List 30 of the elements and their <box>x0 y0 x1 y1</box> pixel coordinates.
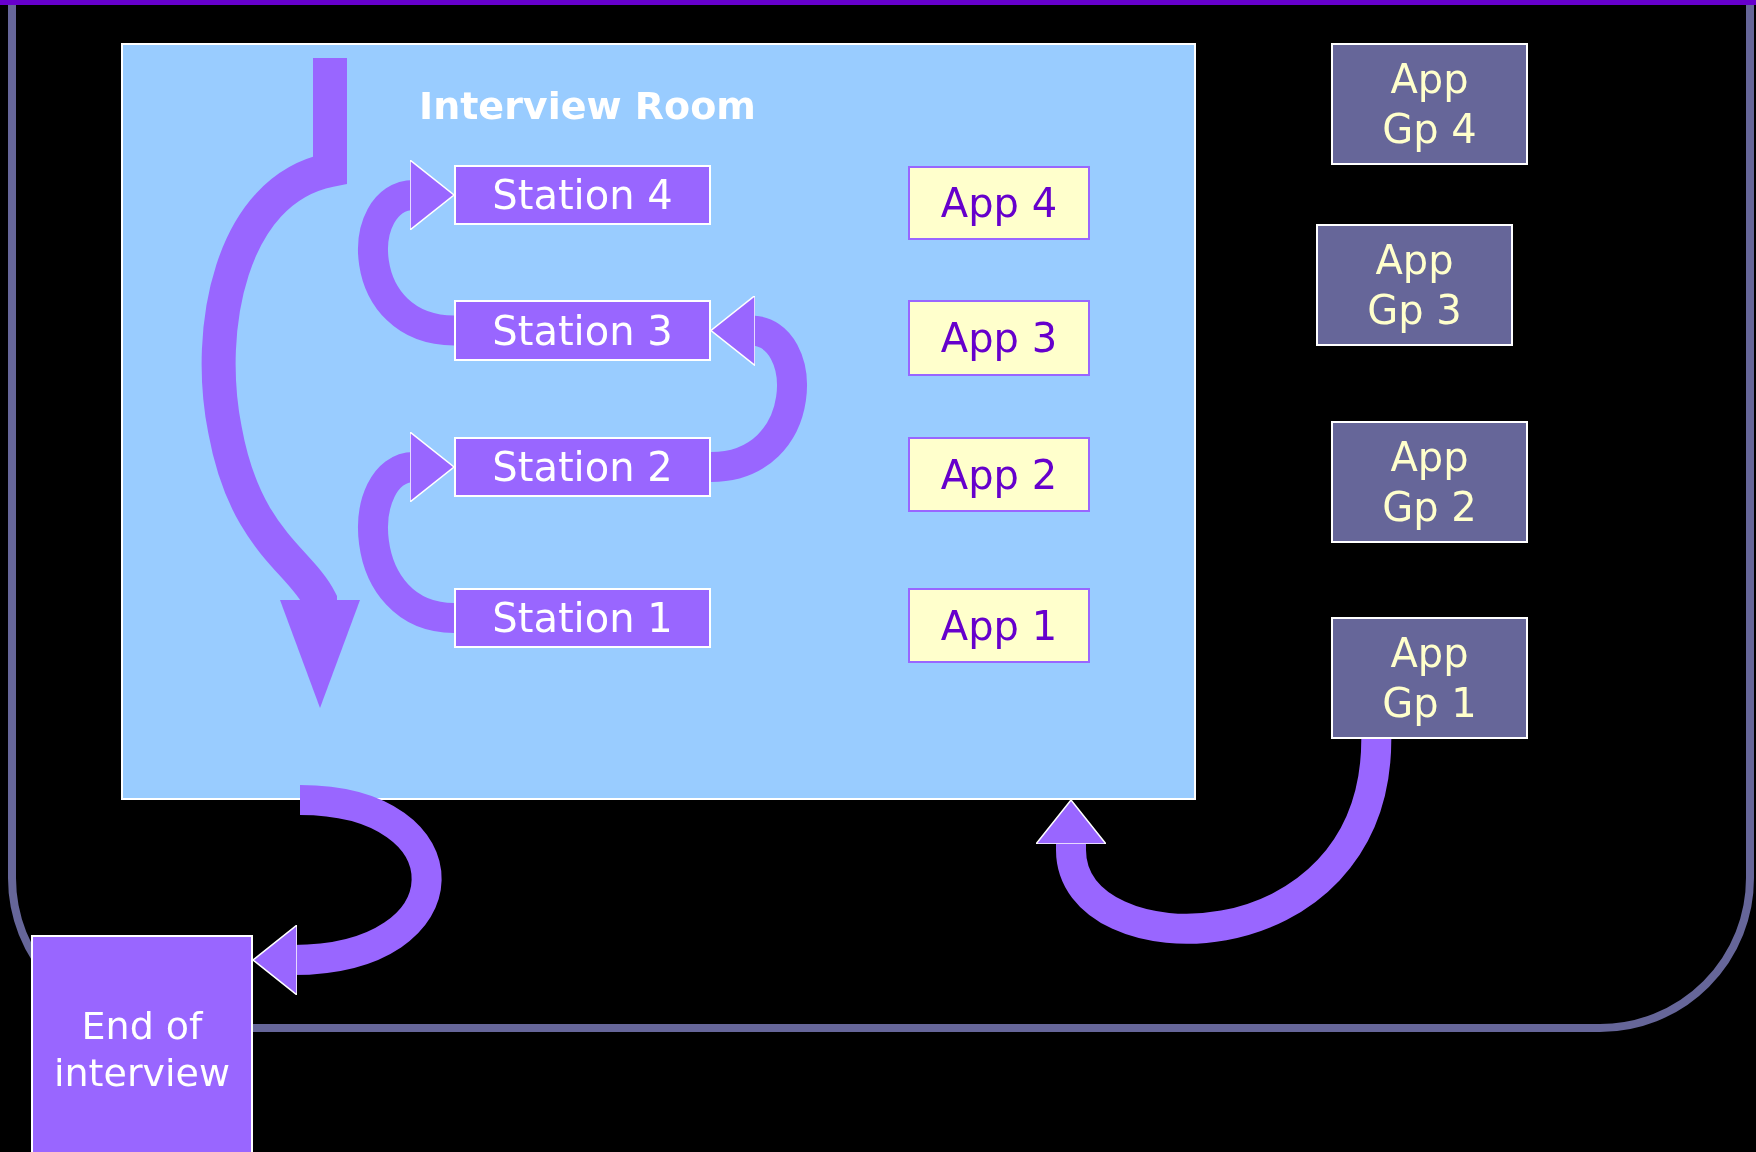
group-box <box>1331 43 1528 165</box>
end-label: End of interview <box>53 1002 230 1097</box>
app-label: App 3 <box>940 314 1058 363</box>
app-box <box>908 437 1090 512</box>
group-label: App Gp 4 <box>1381 55 1478 154</box>
curved-arrow <box>1035 737 1392 944</box>
app-box <box>908 300 1090 376</box>
end-box <box>31 935 253 1152</box>
app-box <box>908 588 1090 663</box>
app-label: App 4 <box>940 179 1058 228</box>
station-label: Station 2 <box>492 443 673 492</box>
app-label: App 1 <box>940 601 1058 651</box>
station-box <box>454 300 711 361</box>
group-box <box>1331 617 1528 739</box>
app-box <box>908 166 1090 240</box>
group-label: App Gp 1 <box>1381 629 1478 728</box>
group-label: App Gp 3 <box>1366 236 1463 335</box>
station-box <box>454 437 711 497</box>
station-label: Station 1 <box>492 594 673 643</box>
station-label: Station 4 <box>492 171 673 220</box>
room-title: Interview Room <box>419 83 756 130</box>
station-box <box>454 588 711 648</box>
group-label: App Gp 2 <box>1381 433 1478 532</box>
station-box <box>454 165 711 225</box>
group-box <box>1316 224 1513 346</box>
group-box <box>1331 421 1528 543</box>
station-label: Station 3 <box>492 306 673 356</box>
room-panel <box>121 43 1196 800</box>
app-label: App 2 <box>940 450 1058 500</box>
curved-arrow <box>252 785 442 996</box>
